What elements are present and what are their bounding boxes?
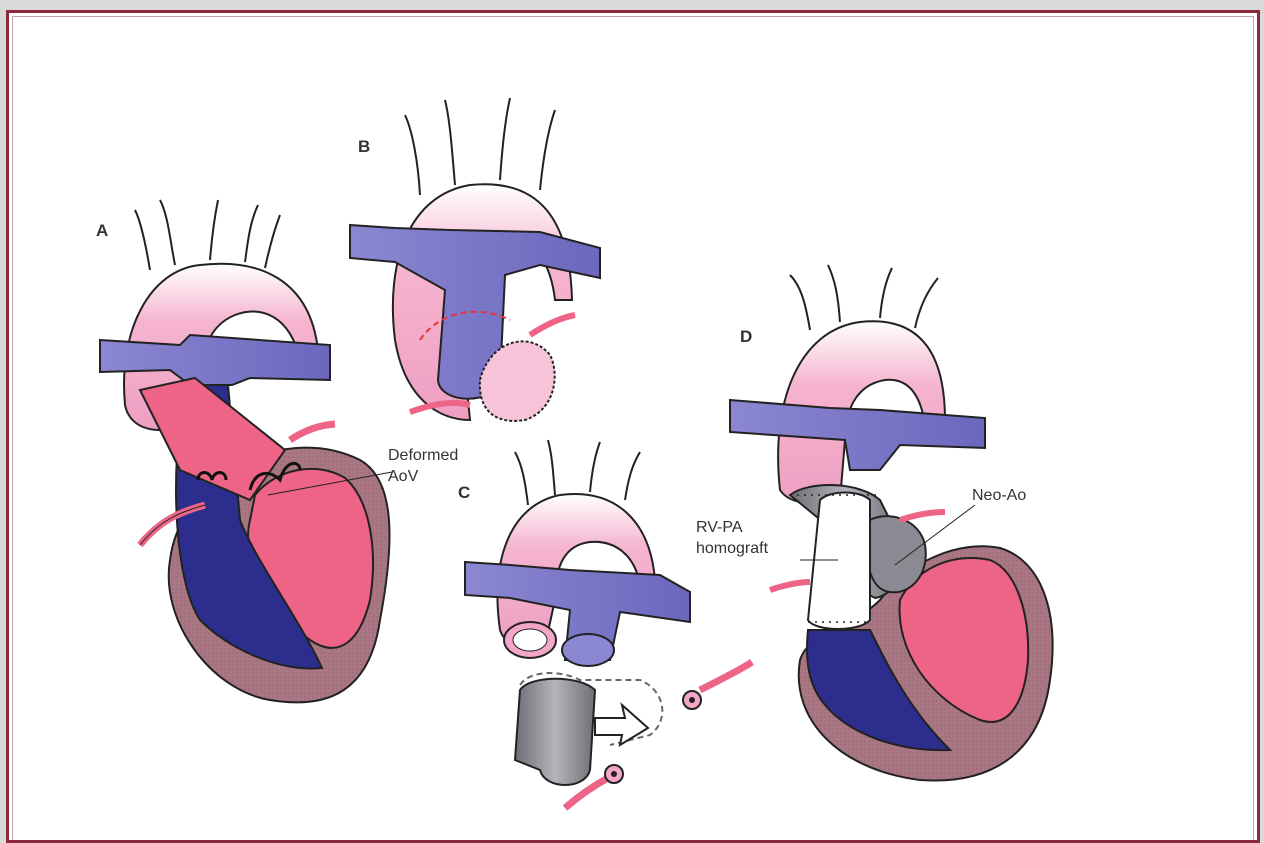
panel-a-annotation-line1: Deformed xyxy=(388,447,458,464)
panel-d: D RV-PA homograft Neo-Ao xyxy=(696,265,1053,781)
panel-d-head-vessels xyxy=(790,265,938,330)
panel-d-pulmonary-artery xyxy=(730,400,985,470)
panel-c-pa-stump xyxy=(562,634,614,666)
panel-b-coronary-right xyxy=(530,315,575,335)
panel-c-homograft xyxy=(515,679,595,785)
panel-d-letter: D xyxy=(740,327,752,346)
panel-a-coronary-right xyxy=(290,424,335,440)
panel-b: B xyxy=(350,98,600,421)
panel-b-letter: B xyxy=(358,137,370,156)
panel-c-coronary-button-upper xyxy=(683,662,752,709)
panel-c-annotation-line1: RV-PA xyxy=(696,519,743,536)
panel-c-letter: C xyxy=(458,483,470,502)
panel-a-outflow xyxy=(140,378,285,500)
panel-d-coronary-left xyxy=(770,582,810,590)
panel-d-neo-aorta-root xyxy=(867,516,926,592)
panel-a-annotation-line2: AoV xyxy=(388,468,419,485)
panel-d-coronary xyxy=(900,512,945,520)
panel-b-head-vessels xyxy=(405,98,555,195)
panel-c-aorta-lumen xyxy=(513,629,547,651)
panel-d-annotation: Neo-Ao xyxy=(972,487,1026,504)
panel-c-arrow xyxy=(595,705,648,745)
panel-a-head-vessels xyxy=(135,200,280,270)
panel-c-annotation-line2: homograft xyxy=(696,540,769,557)
panel-c: C xyxy=(458,440,752,808)
panel-a-letter: A xyxy=(96,221,108,240)
